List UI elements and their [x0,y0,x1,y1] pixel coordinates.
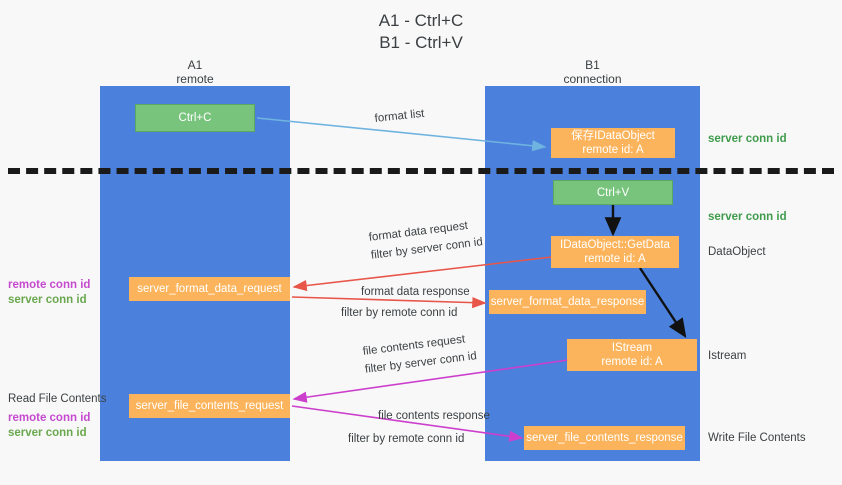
box-istream-line2: remote id: A [601,356,663,368]
annotation-server-conn-id-left-top: server conn id [8,294,87,306]
box-server-file-contents-response[interactable]: server_file_contents_response [524,426,685,450]
column-b1-role: connection [563,72,622,86]
annotation-dataobject: DataObject [708,246,766,258]
filter-prefix-2: filter by [341,307,382,319]
box-server-file-contents-request[interactable]: server_file_contents_request [129,394,290,418]
box-save-idataobject[interactable]: 保存IDataObject remote id: A [551,128,675,158]
annotation-conn-pair-bottom: remote conn id server conn id [8,411,90,441]
annotation-remote-conn-id-bottom: remote conn id [8,412,91,424]
label-format-data-request-group: format data request filter by server con… [368,217,484,262]
box-server-format-data-response[interactable]: server_format_data_response [489,290,646,314]
filter-prefix-4: filter by [348,433,389,445]
title-line-2: B1 - Ctrl+V [379,33,463,52]
box-save-idataobject-line2: remote id: A [582,144,644,156]
filter-value-server-conn-id-1: server conn id [410,236,484,257]
label-format-data-response-filter: filter by remote conn id [341,306,470,320]
annotation-istream: Istream [708,350,747,362]
box-ctrl-v[interactable]: Ctrl+V [553,180,673,205]
title-line-1: A1 - Ctrl+C [378,11,464,30]
filter-value-remote-conn-id-2: remote conn id [388,433,465,445]
filter-value-server-conn-id-2: server conn id [404,350,478,371]
label-file-contents-response-group: file contents response filter by remote … [348,409,490,446]
box-istream[interactable]: IStream remote id: A [567,339,697,371]
annotation-conn-pair-top: remote conn id server conn id [8,278,90,308]
box-server-format-data-request-label: server_format_data_request [137,283,282,295]
box-ctrl-c[interactable]: Ctrl+C [135,104,255,132]
annotation-server-conn-id-left-bottom: server conn id [8,427,87,439]
box-ctrl-v-label: Ctrl+V [596,186,630,199]
label-file-contents-response-filter: filter by remote conn id [348,432,490,446]
box-getdata-line2: remote id: A [584,253,646,265]
box-ctrl-c-label: Ctrl+C [178,112,212,124]
annotation-read-file-contents: Read File Contents [8,393,107,405]
label-format-data-response-group: format data response filter by remote co… [341,285,470,320]
box-getdata[interactable]: IDataObject::GetData remote id: A [551,236,679,268]
time-divider [8,168,834,174]
label-format-list: format list [374,107,425,125]
label-format-data-response: format data response [361,286,470,298]
box-istream-line1: IStream [611,342,653,354]
label-file-contents-response: file contents response [378,410,490,422]
column-a1-role: remote [176,72,214,86]
filter-prefix-3: filter by [364,358,406,376]
column-header-a1: A1 remote [100,58,290,86]
filter-prefix-1: filter by [370,244,412,262]
page-title: A1 - Ctrl+C B1 - Ctrl+V [0,10,842,54]
filter-value-remote-conn-id-1: remote conn id [381,307,458,319]
box-server-format-data-request[interactable]: server_format_data_request [129,277,290,301]
label-file-contents-request-group: file contents request filter by server c… [362,331,478,376]
box-server-file-contents-response-label: server_file_contents_response [526,432,683,444]
annotation-server-conn-id-top: server conn id [708,133,787,145]
box-server-format-data-response-label: server_format_data_response [490,296,645,308]
annotation-remote-conn-id-top: remote conn id [8,279,91,291]
box-getdata-line1: IDataObject::GetData [560,239,670,251]
box-server-file-contents-request-label: server_file_contents_request [135,400,284,412]
box-save-idataobject-line1: 保存IDataObject [571,130,655,142]
column-a1-name: A1 [187,58,203,72]
column-header-b1: B1 connection [485,58,700,86]
annotation-write-file-contents: Write File Contents [708,432,806,444]
annotation-server-conn-id-mid: server conn id [708,211,787,223]
column-b1-name: B1 [585,58,600,72]
